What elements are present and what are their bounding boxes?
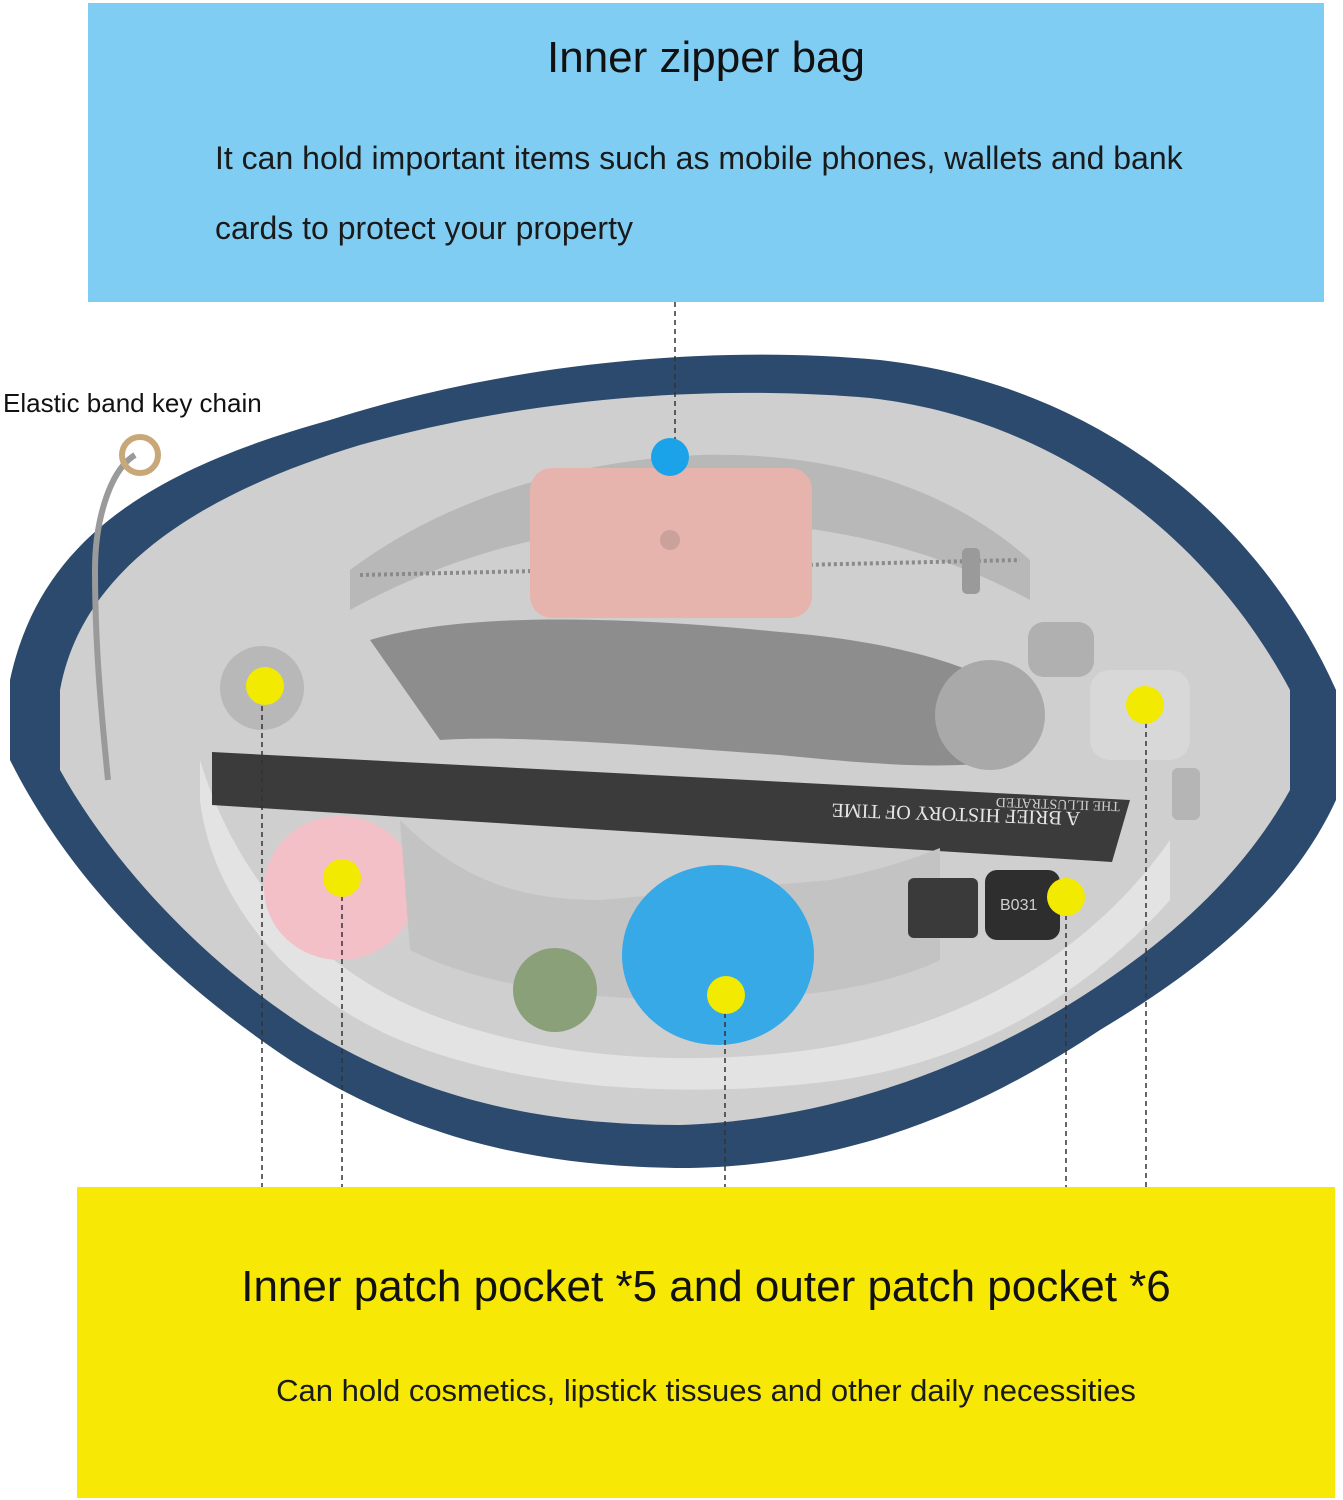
marker-pocket-4 xyxy=(1047,878,1085,916)
phone-logo xyxy=(660,530,680,550)
lipstick xyxy=(985,870,1060,940)
marker-pocket-5 xyxy=(1126,686,1164,724)
patch-pocket-title: Inner patch pocket *5 and outer patch po… xyxy=(241,1262,1171,1311)
inner-zipper-bag-title: Inner zipper bag xyxy=(547,33,865,82)
blue-jar xyxy=(622,865,814,1045)
lipstick-label: B031 xyxy=(1000,897,1037,914)
umbrella-cap xyxy=(935,660,1045,770)
book-subtitle: THE ILLUSTRATED xyxy=(996,794,1120,813)
inner-zipper-bag-callout: Inner zipper bag It can hold important i… xyxy=(88,3,1324,302)
marker-pocket-1 xyxy=(246,667,284,705)
bottle-right xyxy=(1028,622,1094,677)
bag-organizer-illustration: A BRIEF HISTORY OF TIME THE ILLUSTRATED … xyxy=(10,302,1336,1188)
patch-pocket-callout: Inner patch pocket *5 and outer patch po… xyxy=(77,1187,1335,1498)
zipper-pull xyxy=(962,548,980,594)
inner-zipper-bag-description: It can hold important items such as mobi… xyxy=(215,140,1183,246)
elastic-band-key-chain-label: Elastic band key chain xyxy=(3,388,262,418)
dark-case xyxy=(908,878,978,938)
key-chain-cord xyxy=(91,452,137,781)
marker-pocket-3 xyxy=(707,976,745,1014)
zipper-pocket xyxy=(350,454,1030,610)
marker-zipper-bag xyxy=(651,438,689,476)
side-zipper-pull xyxy=(1172,768,1200,820)
key-chain-ring xyxy=(119,434,161,476)
patch-pocket-description: Can hold cosmetics, lipstick tissues and… xyxy=(276,1373,1136,1408)
book xyxy=(212,752,1130,862)
umbrella xyxy=(370,619,1010,766)
green-ball xyxy=(513,948,597,1032)
marker-pocket-2 xyxy=(323,859,361,897)
